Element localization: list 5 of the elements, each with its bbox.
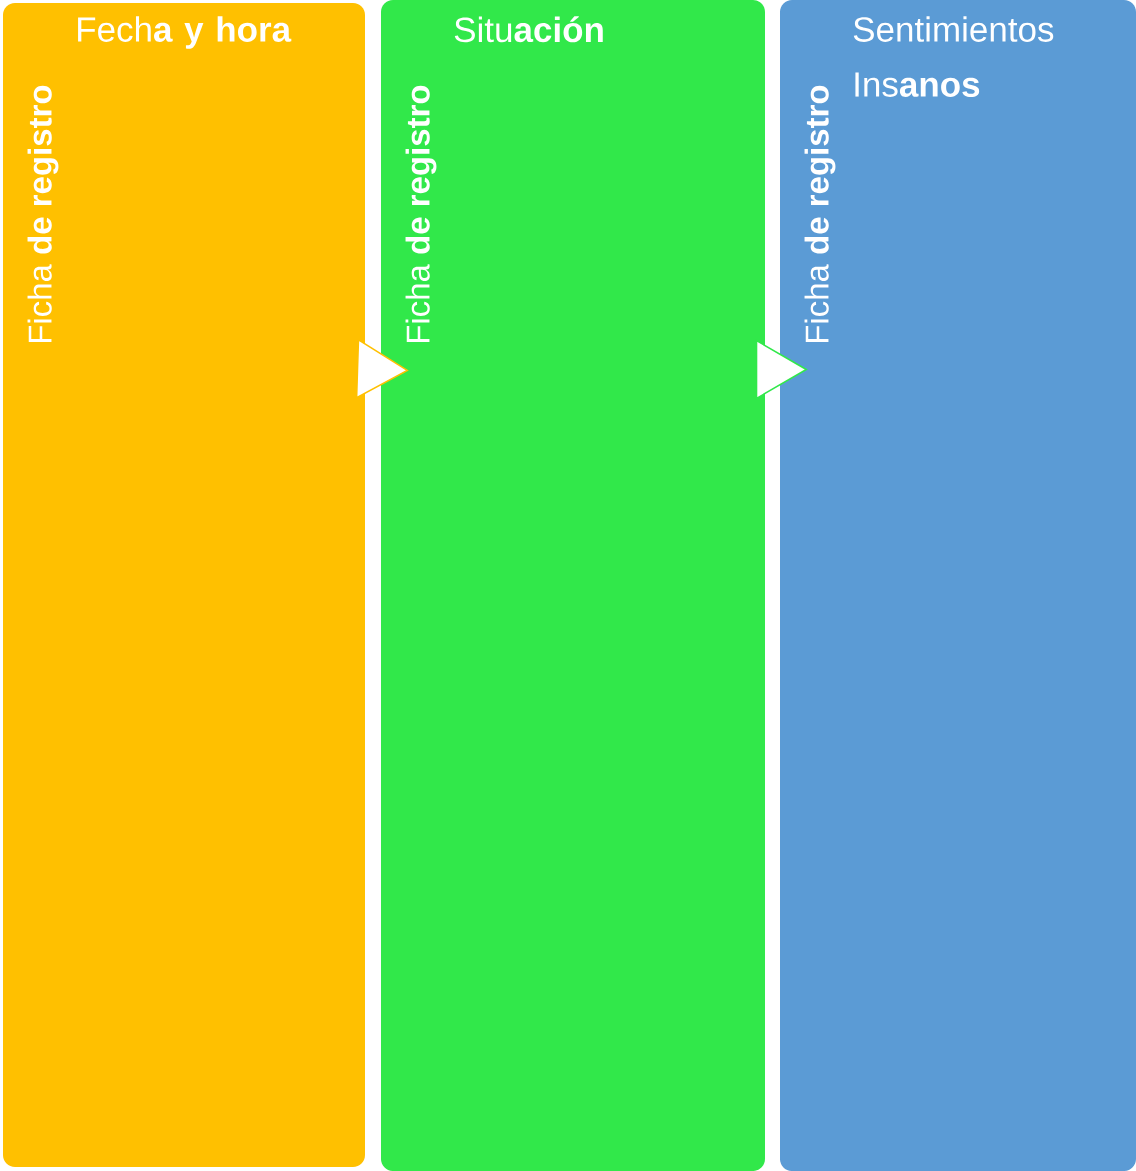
column-box: Ficha de registro Fecha y hora bbox=[3, 3, 365, 1167]
arrow bbox=[355, 338, 409, 399]
column-box: Ficha de registro Sentimientos Insanos bbox=[780, 0, 1136, 1171]
column-box: Ficha de registro Situación bbox=[381, 0, 765, 1171]
arrow bbox=[755, 339, 808, 400]
